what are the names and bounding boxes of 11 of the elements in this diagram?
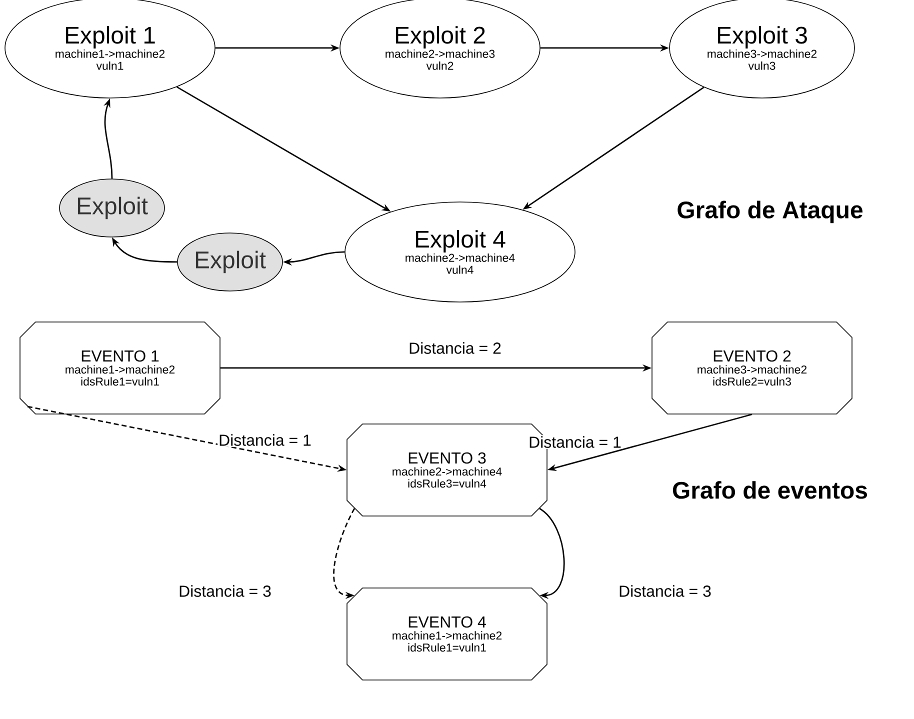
edge-label: Distancia = 2 [408, 341, 502, 355]
graph-title: Grafo de Ataque [678, 200, 863, 224]
ellipse-node: Exploit 4 machine2->machine4 vuln4 [344, 202, 576, 302]
edge-label: Distancia = 1 [528, 435, 622, 449]
ellipse-node: Exploit [177, 232, 283, 292]
graph-title: Grafo de eventos [672, 481, 868, 499]
edge-label: Distancia = 3 [178, 584, 272, 598]
edge-label: Distancia = 3 [618, 584, 712, 598]
arrow [539, 508, 565, 600]
ellipse-node: Exploit [59, 178, 165, 238]
edge-label: Distancia = 1 [218, 433, 312, 447]
